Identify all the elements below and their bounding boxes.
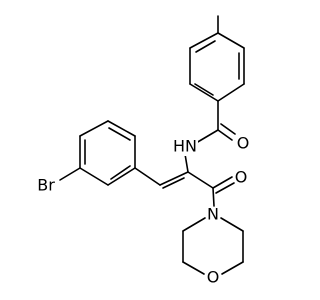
bond [182, 217, 206, 232]
atom-o-morpholine-label: O [207, 268, 220, 287]
bond [184, 153, 189, 173]
atom-o-ketone-label: O [235, 168, 248, 187]
atom-n-morpholine-label: N [207, 205, 219, 224]
toluoyl-ring [189, 32, 245, 102]
bond [182, 261, 205, 275]
bond [220, 217, 244, 232]
bond [217, 32, 245, 49]
molecule-structure: HN O O N O Br [37, 15, 250, 287]
bond [59, 167, 81, 181]
atom-hn-label: HN [173, 137, 197, 156]
bond-alkene [159, 171, 189, 186]
bond-alkene [162, 177, 185, 189]
bond [189, 83, 219, 102]
bromophenyl-ring [79, 120, 136, 186]
bond [221, 261, 244, 275]
bond [107, 167, 136, 186]
bond [189, 32, 219, 49]
bond-carbonyl [220, 123, 236, 135]
atom-o-amide-label: O [237, 134, 250, 153]
bond-carbonyl [217, 129, 233, 141]
bond-inner [195, 40, 216, 53]
bond-ketone [212, 176, 233, 189]
bond-inner [108, 127, 131, 141]
bond [79, 120, 109, 137]
bond-ketone [215, 182, 235, 194]
atom-n-morpholine: N [207, 205, 219, 224]
atom-o-ketone: O [235, 168, 248, 187]
atom-br-label: Br [37, 176, 55, 195]
bond [134, 167, 161, 186]
bond-inner [110, 165, 131, 180]
bond [212, 187, 215, 207]
morpholine-ring [182, 217, 244, 275]
atom-br: Br [37, 176, 55, 195]
atom-o-morpholine: O [207, 268, 220, 287]
bond-inner [194, 83, 214, 96]
bond [79, 167, 109, 186]
atom-hn: HN [172, 137, 198, 156]
atom-o-amide: O [237, 134, 250, 153]
bond [217, 83, 245, 102]
bond [195, 129, 219, 144]
bond [107, 120, 136, 137]
bond [187, 171, 214, 189]
